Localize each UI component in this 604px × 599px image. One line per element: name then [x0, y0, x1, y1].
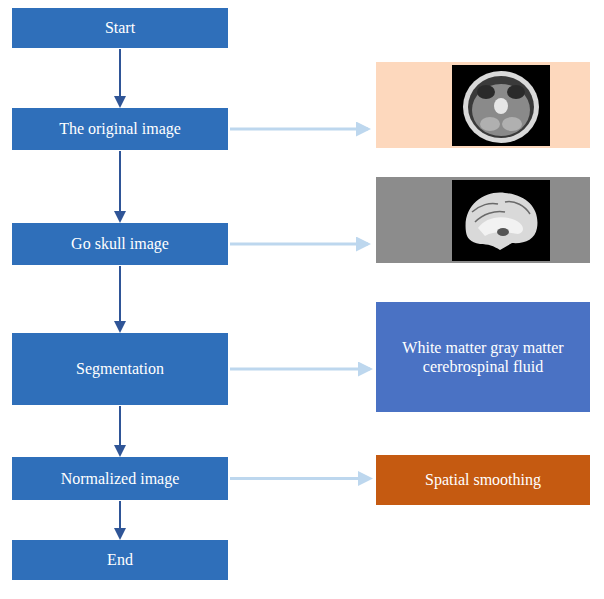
side-arrow — [230, 368, 370, 371]
process-box: Go skull image — [12, 223, 228, 265]
terminal-box: Start — [12, 8, 228, 48]
node-label: White matter gray matter cerebrospinal f… — [386, 338, 580, 376]
brain-image — [376, 177, 590, 263]
result-box: White matter gray matter cerebrospinal f… — [376, 302, 590, 412]
node-label: Normalized image — [61, 469, 180, 488]
node-label: Start — [105, 18, 135, 37]
flow-arrow — [119, 501, 121, 538]
flow-arrow — [119, 406, 121, 455]
flow-arrow — [119, 49, 121, 106]
node-label: Go skull image — [71, 234, 169, 253]
node-label: Segmentation — [76, 359, 164, 378]
flow-arrow — [119, 266, 121, 331]
process-box: Normalized image — [12, 457, 228, 500]
node-label: Spatial smoothing — [425, 470, 541, 489]
node-label: The original image — [59, 119, 181, 138]
process-box: Segmentation — [12, 333, 228, 405]
mri-image — [376, 62, 590, 148]
side-arrow — [230, 477, 370, 480]
flow-arrow — [119, 151, 121, 221]
node-label: End — [107, 550, 133, 569]
leader-arrow — [230, 128, 368, 131]
result-box: Spatial smoothing — [376, 455, 590, 505]
leader-arrow — [230, 243, 368, 246]
terminal-box: End — [12, 540, 228, 580]
process-box: The original image — [12, 108, 228, 150]
